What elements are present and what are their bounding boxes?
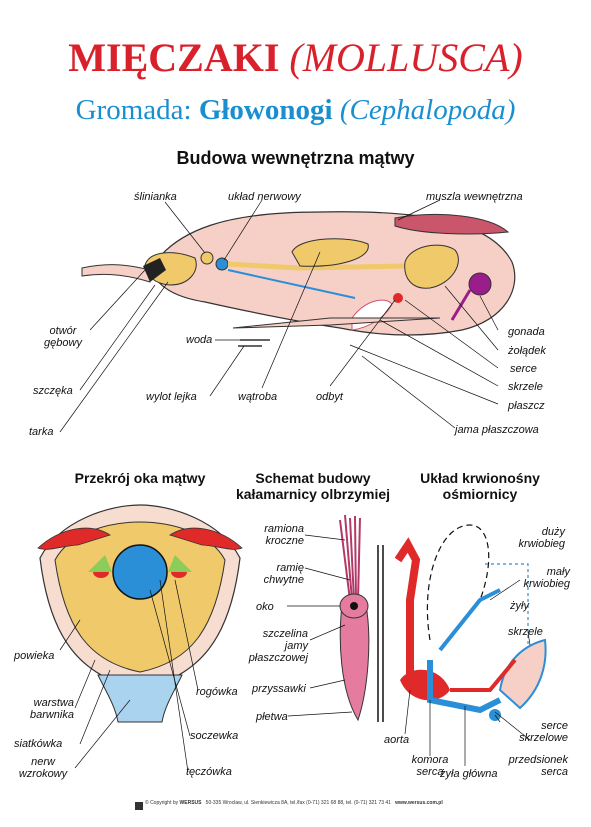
- circulation-diagram: [382, 524, 547, 766]
- nerve-ring: [215, 257, 229, 271]
- dashed-large-circuit: [426, 524, 490, 641]
- squid-diagram: [287, 514, 379, 722]
- label-uklad-nerwowy: układ nerwowy: [228, 191, 301, 203]
- label-tarka: tarka: [29, 426, 54, 438]
- eye-section-title: Przekrój oka mątwy: [74, 470, 206, 486]
- cuttlefish-head-front: [81, 264, 151, 283]
- squid-eye: [350, 602, 358, 610]
- funnel: [232, 317, 441, 329]
- footer-copyright: © Copyright by: [145, 800, 179, 806]
- liver: [291, 238, 369, 267]
- label-woda: woda: [186, 334, 213, 346]
- lens: [112, 544, 168, 600]
- stomach: [404, 244, 459, 289]
- label-oko: oko: [256, 601, 274, 613]
- gonad: [468, 272, 492, 296]
- label-zoladek: żołądek: [508, 345, 546, 357]
- label-aorta: aorta: [384, 734, 410, 746]
- label-plaszcz: płaszcz: [508, 400, 545, 412]
- salivary-gland: [200, 251, 214, 265]
- label-muszla: muszla wewnętrzna: [426, 191, 523, 203]
- heart-ventricle: [400, 669, 450, 701]
- label-gonada: gonada: [508, 326, 545, 338]
- cuttlefish-diagram: [59, 199, 516, 433]
- label-szczeka: szczęka: [33, 385, 73, 397]
- cuttlefish-shell: [394, 213, 510, 235]
- publisher-logo: [135, 802, 143, 810]
- label-serce: serce: [510, 363, 537, 375]
- label-watroba: wątroba: [238, 391, 278, 403]
- footer: © Copyright by WERSUS 50-335 Wrocław, ul…: [145, 800, 445, 806]
- label-soczewka: soczewka: [190, 730, 239, 742]
- footer-brand: WERSUS: [179, 800, 202, 806]
- section-heading: Budowa wewnętrzna mątwy: [176, 148, 415, 168]
- label-rogowka: rogówka: [196, 686, 238, 698]
- label-skrzele-octopus: skrzele: [508, 626, 543, 638]
- label-teczowka: tęczówka: [186, 766, 232, 778]
- page-subtitle: Gromada: Głowonogi (Cephalopoda): [75, 94, 516, 126]
- label-odbyt: odbyt: [316, 391, 343, 403]
- eyelid-left: [37, 527, 111, 550]
- gill-right: [498, 638, 547, 710]
- footer-web: www.wersus.com.pl: [395, 800, 443, 806]
- footer-address: 50-335 Wrocław, ul. Sienkiewicza 8A, tel…: [205, 800, 391, 806]
- label-powieka: powieka: [14, 650, 55, 662]
- label-przyssawki: przyssawki: [252, 683, 306, 695]
- label-pletwa: płetwa: [256, 711, 288, 723]
- aorta-vessel: [394, 537, 421, 690]
- label-zyly: żyły: [510, 600, 529, 612]
- intestine: [227, 269, 356, 299]
- squid-mantle: [339, 604, 370, 722]
- eyelid-right: [169, 527, 243, 550]
- artery-to-gill: [450, 658, 517, 692]
- label-siatkowka: siatkówka: [14, 738, 63, 750]
- veins: [438, 588, 501, 652]
- oesophagus: [227, 261, 406, 271]
- label-zyla-glowna: żyła główna: [440, 768, 498, 780]
- label-wylot-lejka: wylot lejka: [146, 391, 197, 403]
- label-skrzele: skrzele: [508, 381, 543, 393]
- squid-tentacles: [339, 514, 361, 601]
- eye-diagram: [37, 504, 243, 773]
- jaw: [143, 258, 166, 282]
- main-vein: [427, 660, 502, 714]
- label-jama-plaszczowa: jama płaszczowa: [455, 424, 539, 436]
- label-slinianka: ślinianka: [134, 191, 177, 203]
- optic-nerve: [97, 674, 183, 723]
- heart: [393, 293, 403, 303]
- page-title: MIĘCZAKI (MOLLUSCA): [68, 35, 523, 80]
